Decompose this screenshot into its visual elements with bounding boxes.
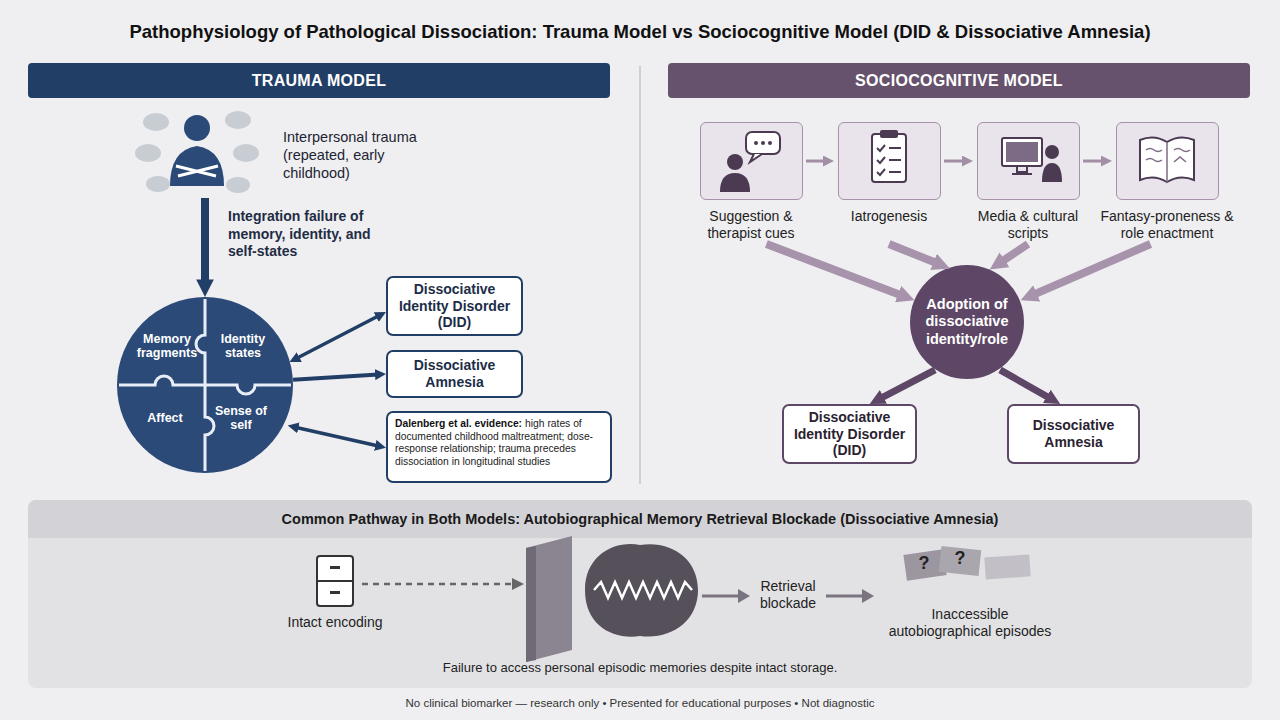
question-mark: ? [950,548,970,569]
trauma-source: Interpersonal trauma (repeated, early ch… [125,108,445,198]
edge-label: Integration failure of memory, identity,… [228,208,398,261]
section-header: SOCIOCOGNITIVE MODEL [668,63,1250,98]
factor-box: Media & cultural scripts [973,122,1083,244]
node-text: Suggestion & therapist cues [681,208,821,242]
node-text: Dalenberg et al. evidence: [395,418,522,429]
node-text: TRAUMA MODEL [252,72,387,90]
icon-box [700,122,803,200]
icon-box [977,122,1080,200]
node-text: Intact encoding [280,614,390,631]
outcome-box: Dissociative Amnesia [1007,404,1140,464]
section-header: TRAUMA MODEL [28,63,610,98]
outcome-box: Dissociative Amnesia [386,350,523,398]
node-text: Sense of self [206,405,276,433]
person-icon [135,111,259,193]
icon-box [1116,122,1219,200]
node-text: Failure to access personal episodic memo… [28,660,1252,675]
node-text: Media & cultural scripts [958,208,1098,242]
pathway-band: Common Pathway in Both Models: Autobiogr… [28,500,1252,688]
node-text: Memory fragments [132,333,202,361]
node-text: Common Pathway in Both Models: Autobiogr… [28,500,1252,538]
connector-arrow [1032,244,1151,295]
connector-arrow [293,374,378,379]
node-text: Interpersonal trauma (repeated, early ch… [283,128,445,182]
connector-arrow [201,198,209,285]
factor-box: Suggestion & therapist cues [696,122,806,244]
node-text: Dissociative Identity Disorder (DID) [396,281,513,331]
connector-arrow [1000,244,1028,263]
central-circle: Adoption of dissociative identity/role [910,265,1024,379]
node-text: Dissociative Identity Disorder (DID) [792,409,907,459]
node-text: Inaccessible autobiographical episodes [880,606,1060,640]
divider-line [639,66,641,484]
outcome-box: Dissociative Identity Disorder (DID) [782,404,917,464]
diagram-title: Pathophysiology of Pathological Dissocia… [0,21,1280,43]
encoding-node: Intact encoding [280,550,390,650]
node-text: SOCIOCOGNITIVE MODEL [855,72,1063,90]
question-mark: ? [914,553,934,574]
node-text: Adoption of dissociative identity/role [920,296,1014,348]
node-text: Iatrogenesis [819,208,959,225]
connector-arrow [889,244,938,264]
connector-arrow [295,427,378,446]
factor-box: Fantasy-proneness & role enactment [1112,122,1222,244]
episodes-node: Inaccessible autobiographical episodes [880,550,1060,654]
connector-arrow [944,160,965,163]
icon-box [838,122,941,200]
connector-arrow [1083,160,1104,163]
diagram-caption: No clinical biomarker — research only • … [0,697,1280,709]
evidence-box: Dalenberg et al. evidence:high rates of … [386,411,612,483]
factor-box: Iatrogenesis [834,122,944,244]
node-text: Fantasy-proneness & role enactment [1097,208,1237,242]
puzzle-circle: Memory fragmentsIdentity statesAffect Sen… [117,297,293,473]
connector-arrow [1000,370,1051,399]
node-text: Identity states [208,333,278,361]
connector-arrow [766,244,903,296]
step-label: Retrieval blockade [752,578,824,612]
connector-arrow [296,316,379,359]
node-text: Dissociative Amnesia [1017,417,1130,451]
node-text: Affect [130,412,200,426]
outcome-box: Dissociative Identity Disorder (DID) [386,276,523,336]
connector-arrow [806,160,826,163]
node-text: Dissociative Amnesia [396,357,513,391]
connector-arrow [879,370,935,399]
